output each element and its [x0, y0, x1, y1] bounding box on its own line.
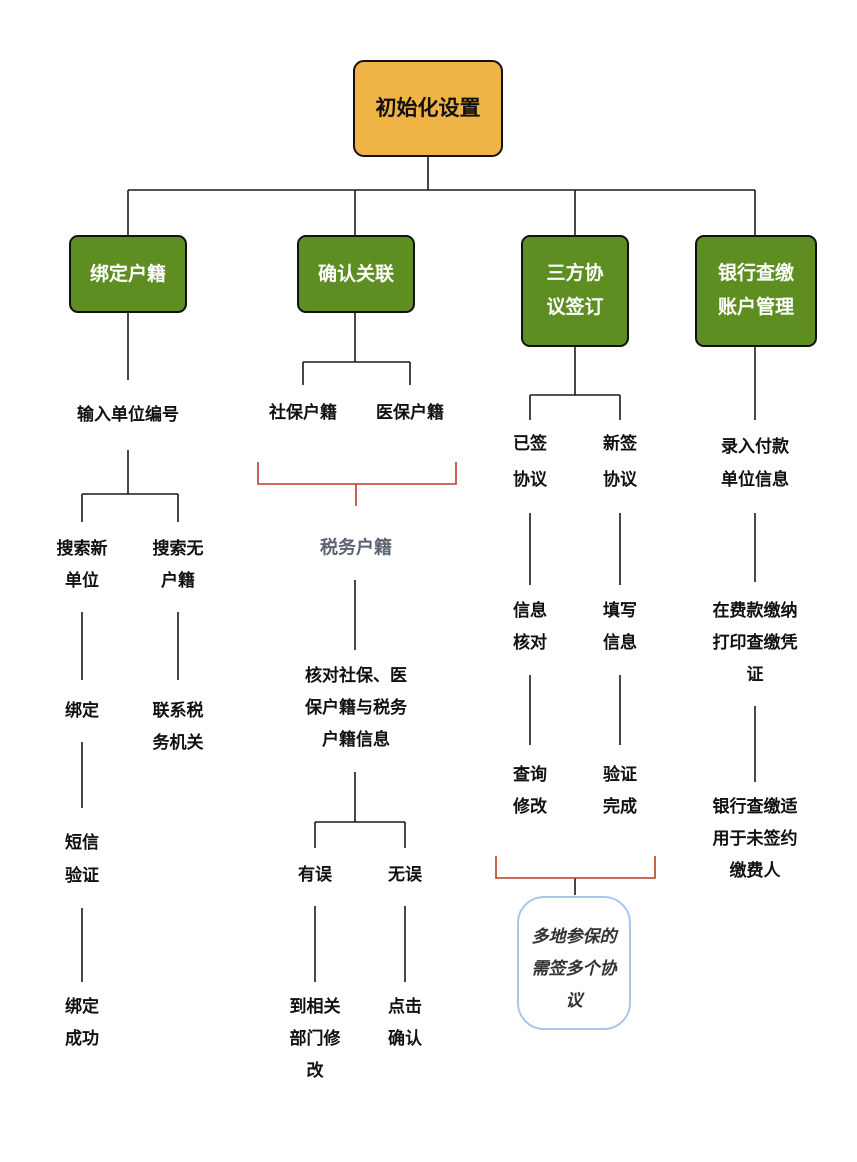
category-link-node: 确认关联	[297, 235, 415, 313]
connector-root-bus	[127, 157, 756, 236]
bracket-tax	[257, 462, 457, 506]
step-unsigned-note-line-2: 用于未签约	[713, 828, 798, 849]
step-fill-info-line-2: 信息	[603, 632, 637, 653]
step-verify-info-line-2: 核对	[513, 632, 547, 653]
step-fix-line-1: 到相关	[290, 996, 341, 1017]
step-search-none-line-2: 户籍	[161, 570, 195, 591]
category-link-label: 确认关联	[318, 262, 394, 285]
step-sms-verify-line-2: 验证	[65, 865, 99, 886]
category-bank-node: 银行查缴 账户管理	[695, 235, 817, 347]
step-new-line-2: 协议	[603, 469, 638, 490]
multi-agreement-note: 多地参保的 需签多个协 议	[517, 896, 631, 1030]
step-sms-verify-line-1: 短信	[65, 832, 99, 853]
step-query-edit-line-1: 查询	[512, 764, 547, 785]
bracket-multi-agreement	[495, 856, 656, 879]
step-print-voucher-line-3: 证	[747, 665, 764, 685]
step-signed-line-1: 已签	[513, 433, 548, 454]
step-confirm-line-2: 确认	[388, 1028, 423, 1049]
step-query-edit-line-2: 修改	[512, 796, 548, 817]
connector-agreement	[529, 346, 621, 895]
category-agreement-node: 三方协 议签订	[521, 235, 629, 347]
step-fix-line-2: 部门修	[290, 1028, 342, 1049]
step-unsigned-note-line-3: 缴费人	[730, 860, 782, 881]
step-search-new-line-2: 单位	[65, 570, 99, 591]
step-enter-payer-line-1: 录入付款	[721, 436, 790, 457]
note-line-2: 需签多个协	[532, 959, 618, 979]
step-check-line-3: 户籍信息	[322, 729, 390, 750]
note-line-1: 多地参保的	[532, 927, 620, 947]
step-check-line-2: 保户籍与税务	[304, 697, 408, 718]
step-social-registry: 社保户籍	[268, 402, 337, 423]
connector-bind	[81, 312, 179, 982]
step-bind-success-line-1: 绑定	[65, 996, 99, 1017]
category-agreement-label-line-2: 议签订	[546, 295, 603, 318]
step-print-voucher-line-1: 在费款缴纳	[713, 600, 798, 621]
connector-link	[302, 312, 411, 982]
step-tax-registry: 税务户籍	[320, 537, 392, 559]
step-new-line-1: 新签	[603, 433, 638, 454]
category-bind-node: 绑定户籍	[69, 235, 187, 313]
connector-lines	[81, 157, 756, 982]
step-medical-registry: 医保户籍	[376, 402, 444, 423]
step-contact-tax-line-2: 务机关	[153, 732, 204, 753]
category-bank-label-line-1: 银行查缴	[718, 261, 795, 284]
step-contact-tax-line-1: 联系税	[153, 700, 204, 721]
step-bind-success-line-2: 成功	[65, 1028, 99, 1049]
step-has-error: 有误	[298, 864, 333, 885]
step-check-line-1: 核对社保、医	[305, 665, 407, 686]
step-input-code: 输入单位编号	[77, 404, 179, 425]
category-bind-label: 绑定户籍	[90, 262, 166, 285]
step-verify-done-line-1: 验证	[603, 764, 637, 785]
step-fix-line-3: 改	[307, 1060, 325, 1081]
category-bank-label-line-2: 账户管理	[718, 295, 794, 318]
note-line-3: 议	[566, 991, 586, 1011]
step-bind: 绑定	[65, 700, 99, 721]
step-search-new-line-1: 搜索新	[57, 538, 108, 559]
step-verify-done-line-2: 完成	[603, 796, 637, 817]
step-enter-payer-line-2: 单位信息	[721, 469, 789, 490]
step-confirm-line-1: 点击	[388, 996, 422, 1017]
step-no-error: 无误	[387, 865, 423, 885]
category-agreement-label-line-1: 三方协	[546, 261, 603, 284]
step-fill-info-line-1: 填写	[603, 600, 637, 621]
step-search-none-line-1: 搜索无	[153, 538, 204, 559]
root-node: 初始化设置	[353, 60, 503, 157]
step-print-voucher-line-2: 打印查缴凭	[713, 632, 798, 653]
step-unsigned-note-line-1: 银行查缴适	[713, 796, 798, 817]
root-label: 初始化设置	[376, 96, 481, 120]
step-signed-line-2: 协议	[513, 469, 548, 490]
step-verify-info-line-1: 信息	[513, 600, 547, 621]
